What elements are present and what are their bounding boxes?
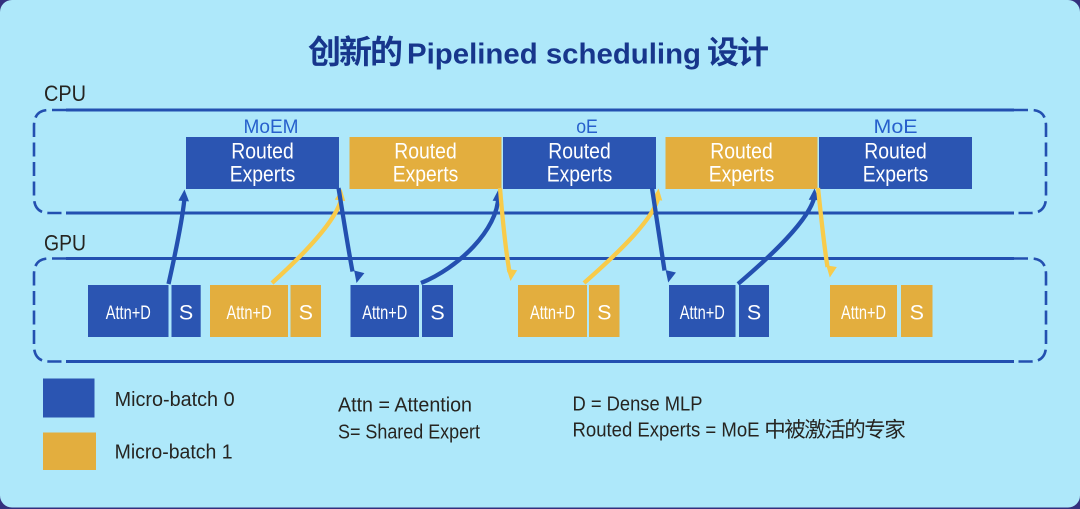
svg-text:MoE: MoE: [874, 116, 918, 138]
svg-text:Experts: Experts: [547, 162, 613, 187]
svg-text:Routed Experts = MoE: Routed Experts = MoE: [573, 419, 760, 442]
svg-text:Routed: Routed: [710, 139, 773, 164]
svg-text:S: S: [430, 301, 444, 325]
svg-text:Routed: Routed: [864, 139, 927, 164]
svg-text:S: S: [747, 301, 761, 325]
svg-text:MoEM: MoEM: [244, 116, 299, 138]
svg-text:S: S: [597, 301, 611, 325]
svg-text:S: S: [299, 301, 313, 325]
svg-text:Experts: Experts: [709, 162, 775, 187]
svg-text:S: S: [179, 301, 193, 325]
svg-text:Experts: Experts: [863, 162, 929, 187]
svg-text:Routed: Routed: [548, 139, 611, 164]
svg-text:Attn = Attention: Attn = Attention: [338, 394, 472, 417]
svg-text:Attn+D: Attn+D: [680, 303, 725, 324]
svg-text:Pipelined scheduling: Pipelined scheduling: [407, 39, 701, 71]
svg-text:Experts: Experts: [230, 162, 296, 187]
svg-text:Attn+D: Attn+D: [227, 303, 272, 324]
svg-text:GPU: GPU: [44, 231, 86, 256]
svg-text:S: S: [910, 301, 924, 325]
svg-text:Micro-batch 0: Micro-batch 0: [115, 388, 235, 411]
svg-text:D = Dense MLP: D = Dense MLP: [573, 393, 703, 416]
svg-text:Attn+D: Attn+D: [530, 303, 575, 324]
svg-text:Routed: Routed: [231, 139, 294, 164]
svg-text:Micro-batch 1: Micro-batch 1: [115, 441, 233, 464]
svg-text:oE: oE: [576, 116, 598, 138]
svg-text:Attn+D: Attn+D: [841, 303, 886, 324]
svg-text:CPU: CPU: [44, 81, 86, 106]
svg-text:Attn+D: Attn+D: [106, 303, 151, 324]
svg-text:Experts: Experts: [393, 162, 459, 187]
svg-text:S= Shared Expert: S= Shared Expert: [338, 421, 480, 444]
svg-text:Attn+D: Attn+D: [362, 303, 407, 324]
svg-text:Routed: Routed: [394, 139, 457, 164]
